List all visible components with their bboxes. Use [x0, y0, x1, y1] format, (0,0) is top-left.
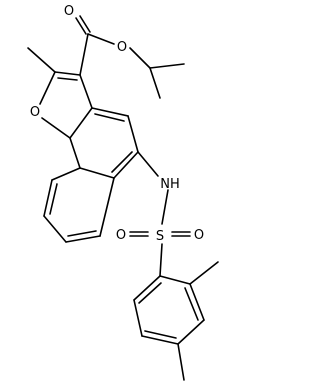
- bond-c5a-c9a: [79, 167, 115, 179]
- bond-carbonyl-ester-o: [87, 33, 115, 45]
- bond-r5-r6: [133, 299, 143, 337]
- bond-ch-methyl-right: [149, 63, 185, 69]
- bond-r6-r1-double: [138, 282, 162, 304]
- bond-c2-methyl: [27, 47, 56, 73]
- bond-c9a-c9: [51, 167, 81, 181]
- bond-c3-carbonyl: [79, 33, 89, 76]
- bond-c5-n: [137, 151, 159, 177]
- bond-c7-c6: [65, 235, 101, 243]
- bond-c2-c3-double: [57, 77, 78, 81]
- bond-r2-r3-double: [184, 287, 199, 321]
- bond-carbonyl-double-b: [79, 15, 91, 33]
- furan-oxygen-label: O: [30, 105, 40, 120]
- molecule-drawing: O O O NH S O O: [27, 4, 219, 381]
- bond-ch-methyl-down: [149, 67, 161, 99]
- sulfonyl-oxygen-right-label: O: [194, 228, 204, 243]
- bond-r4-r5-double: [144, 330, 177, 339]
- sulfonyl-oxygen-left-label: O: [116, 228, 126, 243]
- furan-ring: [27, 47, 93, 139]
- bond-c9a-c9b: [69, 137, 81, 169]
- bond-r3-r4: [177, 319, 205, 345]
- bond-c7-c6-double: [67, 230, 97, 237]
- bond-ester-o-ch: [129, 47, 151, 69]
- benzo-ring: [43, 167, 115, 243]
- bond-c9-c8: [43, 179, 53, 217]
- ester-group: [75, 15, 185, 99]
- bond-o-c9b: [41, 117, 71, 139]
- bond-ortho-methyl: [189, 261, 219, 285]
- sulfur-label: S: [156, 229, 164, 244]
- bond-c3-c3a: [79, 74, 93, 109]
- bond-c2-o: [39, 71, 56, 105]
- bond-n-s: [161, 189, 169, 225]
- carbonyl-oxygen-label: O: [64, 4, 74, 19]
- bond-c9-c8-double: [49, 183, 58, 215]
- amine-label: NH: [160, 177, 180, 192]
- dimethylphenyl-ring: [133, 261, 219, 381]
- bond-s-aryl: [159, 243, 163, 277]
- bond-para-methyl: [177, 343, 185, 381]
- bond-carbonyl-double-a: [75, 17, 87, 35]
- bond-c8-c7: [43, 215, 67, 243]
- bond-c4-c5: [127, 115, 139, 153]
- bond-r6-r1: [133, 275, 161, 301]
- bond-c5-c5a: [113, 151, 139, 179]
- bond-c5-c5a-double: [111, 151, 133, 173]
- bond-c3a-c4: [91, 107, 129, 117]
- bond-r2-r3: [189, 283, 205, 321]
- bond-r1-r2: [159, 275, 191, 285]
- bond-r4-r5: [141, 335, 179, 345]
- sulfonamide-group: [129, 151, 191, 277]
- bond-c6-c5a: [99, 177, 115, 237]
- naphthalene-center-ring: [69, 107, 139, 179]
- bond-c2-c3: [54, 71, 81, 76]
- bond-c3a-c9b: [69, 107, 93, 139]
- bond-c3a-c4-double: [94, 113, 125, 122]
- structure-svg: O O O NH S O O: [27, 4, 219, 381]
- ester-oxygen-label: O: [117, 40, 127, 55]
